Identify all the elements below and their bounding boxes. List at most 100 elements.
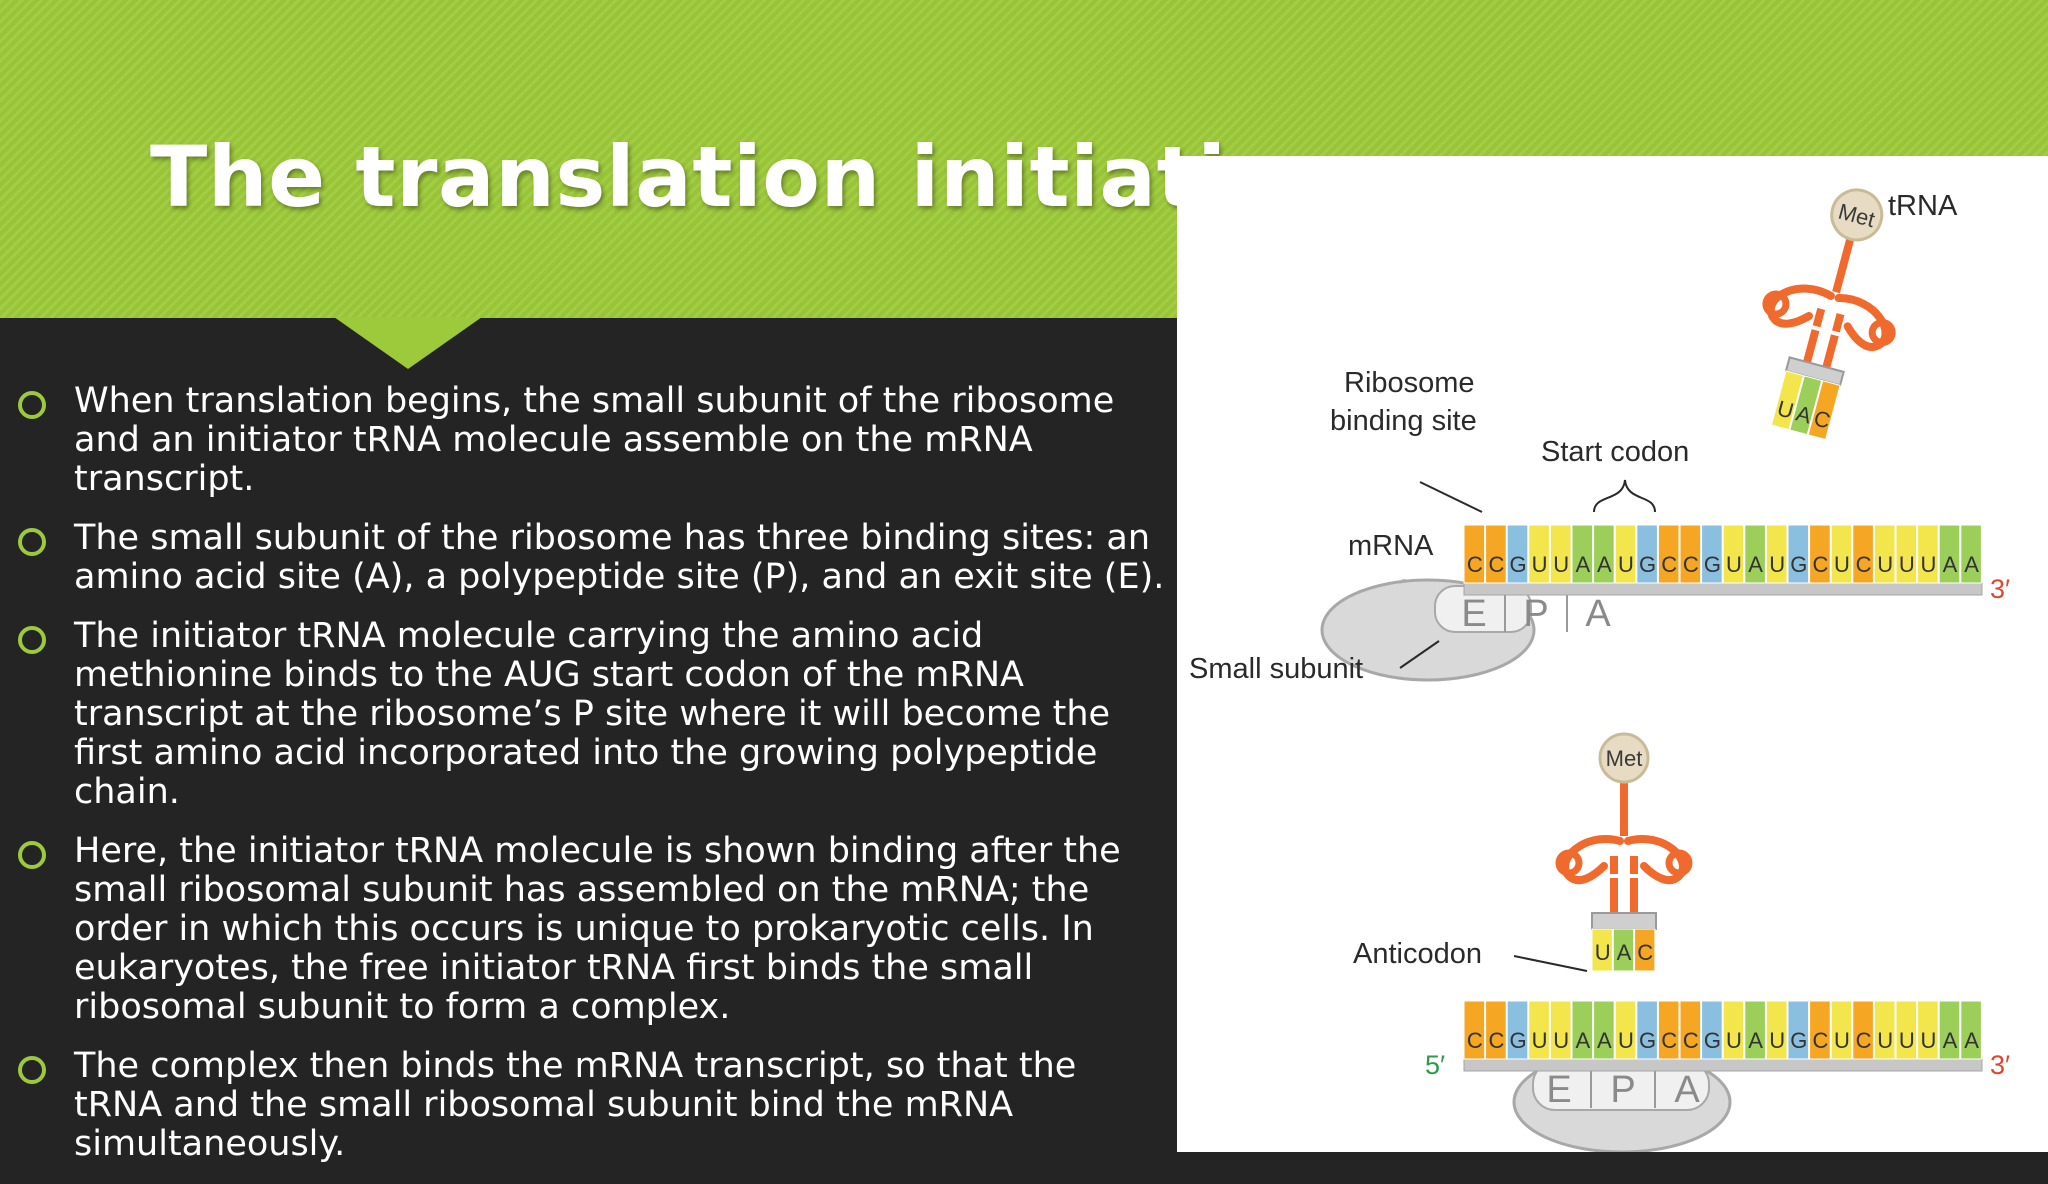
mrna-strand-bottom xyxy=(1463,1058,1983,1072)
anticodon-base-tile xyxy=(1612,928,1635,972)
mrna-base-letter: A xyxy=(1943,552,1958,577)
ribosome-binding-site-label-2: binding site xyxy=(1330,405,1477,437)
mrna-base-letter: C xyxy=(1467,1028,1483,1053)
anticodon-base-letter: A xyxy=(1617,940,1632,965)
trna-top: UAC Met tRNA xyxy=(1762,188,1958,441)
ribosome-site-e: E xyxy=(1461,593,1486,635)
mrna-base-tile xyxy=(1787,524,1810,584)
anticodon-base-tile xyxy=(1807,380,1841,441)
mrna-base-letter: C xyxy=(1856,1028,1872,1053)
mrna-base-letter: U xyxy=(1834,552,1850,577)
hollow-circle-icon xyxy=(18,528,46,556)
mrna-base-letter: U xyxy=(1877,552,1893,577)
mrna-base-letter: U xyxy=(1899,552,1915,577)
mrna-base-tile xyxy=(1506,524,1529,584)
mrna-base-tile xyxy=(1938,524,1961,584)
hollow-circle-icon xyxy=(18,391,46,419)
hollow-circle-icon xyxy=(18,1056,46,1084)
anticodon-label: Anticodon xyxy=(1353,938,1482,970)
met-ball xyxy=(1598,732,1650,784)
mrna-base-tile xyxy=(1830,1000,1853,1060)
header-notch xyxy=(334,317,482,369)
mrna-base-letter: C xyxy=(1812,1028,1828,1053)
mrna-base-tile xyxy=(1657,1000,1680,1060)
mrna-base-tile xyxy=(1549,1000,1572,1060)
mrna-base-tile xyxy=(1463,1000,1486,1060)
mrna-base-letter: A xyxy=(1575,552,1590,577)
mrna-base-tile xyxy=(1701,1000,1723,1060)
met-label: Met xyxy=(1606,746,1643,771)
mrna-base-letter: U xyxy=(1834,1028,1850,1053)
mrna-base-letter: U xyxy=(1920,552,1936,577)
bullet-text: The complex then binds the mRNA transcri… xyxy=(74,1046,1077,1164)
mrna-base-letter: G xyxy=(1790,552,1807,577)
mrna-base-tile xyxy=(1463,524,1486,584)
mrna-base-tile xyxy=(1593,524,1615,584)
ribosome-site-a: A xyxy=(1674,1069,1700,1111)
anticodon-top: UAC xyxy=(1770,370,1841,441)
mrna-base-letter: C xyxy=(1488,552,1504,577)
mrna-base-tile xyxy=(1830,524,1853,584)
mrna-base-letter: C xyxy=(1683,552,1699,577)
mrna-base-letter: A xyxy=(1597,1028,1612,1053)
anticodon-pointer xyxy=(1513,955,1588,972)
anticodon-base-letter: U xyxy=(1595,940,1611,965)
anticodon-base-letter: C xyxy=(1811,405,1833,433)
mrna-base-letter: G xyxy=(1509,1028,1526,1053)
trna-loop-knob xyxy=(1665,849,1693,877)
trna-loop-knob xyxy=(1555,849,1583,877)
bullet-item: Here, the initiator tRNA molecule is sho… xyxy=(18,832,1166,1027)
mrna-base-tile xyxy=(1809,524,1831,584)
slide-title: The translation initiation xyxy=(150,128,1346,226)
mrna-base-letter: C xyxy=(1467,552,1483,577)
mrna-base-letter: U xyxy=(1769,552,1785,577)
mrna-base-tile xyxy=(1528,524,1550,584)
met-ball xyxy=(1830,188,1884,242)
mrna-base-letter: A xyxy=(1748,552,1763,577)
anticodon-base-letter: A xyxy=(1793,401,1814,429)
hollow-circle-icon xyxy=(18,626,46,654)
mrna-base-letter: C xyxy=(1683,1028,1699,1053)
anticodon-base-letter: C xyxy=(1637,940,1653,965)
mrna-base-letter: U xyxy=(1726,552,1742,577)
mrna-base-tile xyxy=(1679,524,1702,584)
mrna-base-tile xyxy=(1895,1000,1918,1060)
mrna-base-tile xyxy=(1614,1000,1637,1060)
mrna-base-tile xyxy=(1593,1000,1615,1060)
mrna-base-letter: U xyxy=(1618,1028,1634,1053)
mrna-base-tile xyxy=(1960,524,1982,584)
mrna-base-letter: U xyxy=(1532,552,1548,577)
mrna-base-letter: A xyxy=(1597,552,1612,577)
mrna-base-tile xyxy=(1809,1000,1831,1060)
mrna-base-letter: U xyxy=(1553,552,1569,577)
mrna-base-letter: U xyxy=(1726,1028,1742,1053)
small-subunit-label: Small subunit xyxy=(1189,653,1363,685)
mrna-base-tile xyxy=(1528,1000,1550,1060)
mrna-base-letter: U xyxy=(1899,1028,1915,1053)
start-codon-label: Start codon xyxy=(1541,436,1689,468)
mrna-base-letter: C xyxy=(1661,552,1677,577)
bullet-text: Here, the initiator tRNA molecule is sho… xyxy=(74,831,1121,1027)
ribosome-site-p: P xyxy=(1610,1069,1635,1111)
mrna-base-tile xyxy=(1657,524,1680,584)
mrna-base-tile xyxy=(1485,524,1507,584)
trna-anticodon-stem xyxy=(1610,856,1638,913)
mrna-base-tile xyxy=(1485,1000,1507,1060)
trna-loop-knob xyxy=(1762,290,1790,318)
mrna-base-tile xyxy=(1571,524,1594,584)
mrna-base-tile xyxy=(1917,524,1939,584)
mrna-base-tile xyxy=(1765,1000,1788,1060)
mrna-label: mRNA xyxy=(1348,530,1434,562)
mrna-base-tile xyxy=(1571,1000,1594,1060)
mrna-base-tile xyxy=(1852,524,1874,584)
mrna-base-letter: C xyxy=(1488,1028,1504,1053)
mrna-base-tile xyxy=(1744,1000,1766,1060)
ribosome-site-a: A xyxy=(1585,593,1611,635)
mrna-base-tile xyxy=(1506,1000,1529,1060)
trna-left-loop xyxy=(1766,284,1835,328)
